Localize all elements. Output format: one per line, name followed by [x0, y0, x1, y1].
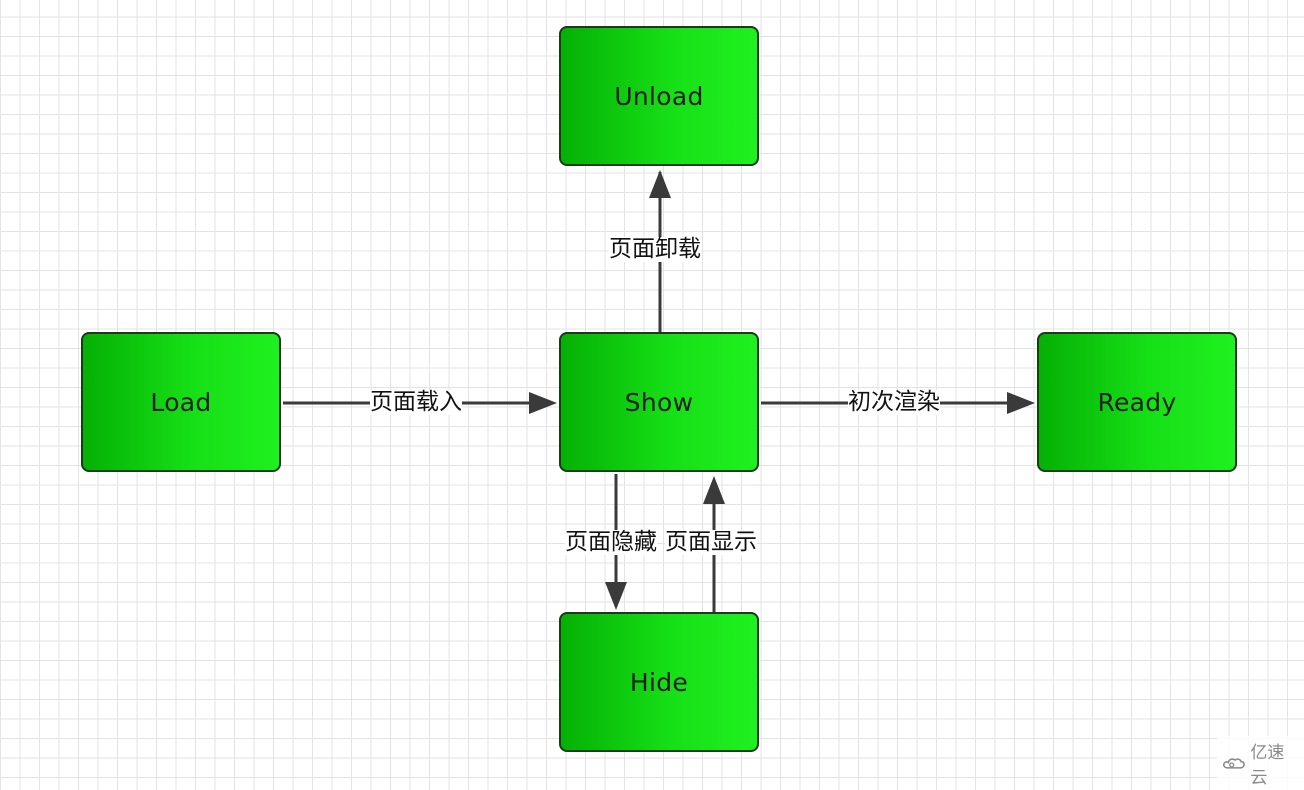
node-show-label: Show	[624, 387, 694, 417]
watermark-text: 亿速云	[1250, 743, 1285, 788]
arrowhead-show-from-load	[529, 392, 557, 414]
cloud-logo-icon	[1222, 758, 1245, 769]
node-ready: Ready	[1037, 332, 1237, 472]
node-show: Show	[559, 332, 759, 472]
watermark: 亿速云	[1217, 736, 1304, 790]
node-hide-label: Hide	[629, 667, 689, 697]
node-load: Load	[81, 332, 281, 472]
arrowhead-show-from-hide	[703, 476, 725, 504]
node-hide: Hide	[559, 612, 759, 752]
node-unload-label: Unload	[614, 81, 704, 111]
node-ready-label: Ready	[1097, 387, 1177, 417]
edge-label-hide-to-show: 页面显示	[665, 529, 757, 555]
edge-label-show-to-ready: 初次渲染	[848, 389, 940, 415]
arrowhead-ready	[1007, 392, 1035, 414]
arrowhead-unload	[649, 170, 671, 198]
edge-label-show-to-hide: 页面隐藏	[565, 529, 657, 555]
node-load-label: Load	[150, 387, 212, 417]
node-unload: Unload	[559, 26, 759, 166]
edge-label-load-to-show: 页面载入	[370, 389, 462, 415]
edge-label-show-to-unload: 页面卸载	[609, 236, 701, 262]
arrowhead-hide	[605, 582, 627, 610]
